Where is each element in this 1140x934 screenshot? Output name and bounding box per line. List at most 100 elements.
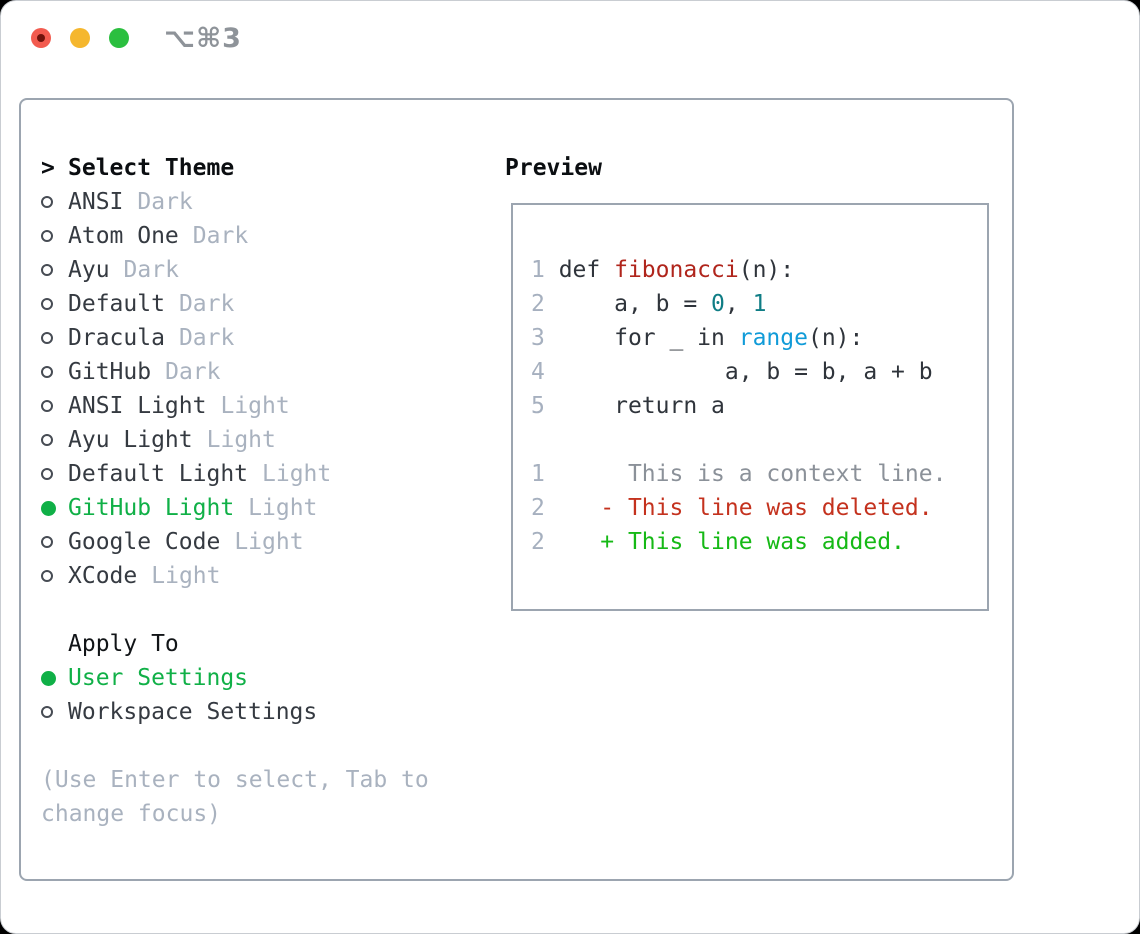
- theme-option-label: GitHub: [68, 359, 152, 385]
- close-button[interactable]: [31, 28, 51, 48]
- close-dot-icon: [37, 34, 45, 42]
- theme-option-github-light[interactable]: GitHub Light Light: [41, 491, 429, 525]
- code-token-plain: (n):: [807, 325, 864, 351]
- code-token-plain: (n):: [738, 257, 795, 283]
- code-line: 2 + This line was added.: [531, 525, 946, 559]
- line-number: 5: [531, 393, 559, 419]
- radio-icon: [41, 434, 53, 446]
- apply-option-workspace-settings[interactable]: Workspace Settings: [41, 695, 429, 729]
- theme-option-label: Default: [68, 291, 165, 317]
- cursor-marker-icon: >: [41, 155, 55, 181]
- code-token-plain: a, b =: [558, 291, 712, 317]
- select-theme-title: Select Theme: [68, 155, 235, 181]
- bullet-column: [41, 706, 68, 718]
- bullet-column: [41, 434, 68, 446]
- bullet-column: [41, 500, 68, 516]
- code-token-plain: a, b = b, a + b: [558, 359, 933, 385]
- theme-option-default[interactable]: Default Dark: [41, 287, 429, 321]
- theme-option-label: Ayu: [68, 257, 110, 283]
- code-line: 4 a, b = b, a + b: [531, 355, 946, 389]
- code-token-plain: ,: [724, 291, 753, 317]
- theme-variant-tag: Dark: [165, 359, 221, 385]
- bullet-column: [41, 570, 68, 582]
- bullet-column: [41, 468, 68, 480]
- theme-variant-tag: Light: [151, 563, 221, 589]
- window-title: ⌥⌘3: [164, 23, 242, 54]
- code-token-plain: for _ in: [558, 325, 739, 351]
- theme-option-label: Default Light: [68, 461, 249, 487]
- code-line: 1 This is a context line.: [531, 457, 946, 491]
- code-token-number: 1: [752, 291, 767, 317]
- code-token-context: This is a context line.: [558, 461, 947, 487]
- theme-option-label: ANSI Light: [68, 393, 207, 419]
- theme-option-ayu[interactable]: Ayu Dark: [41, 253, 429, 287]
- code-line: 2 - This line was deleted.: [531, 491, 946, 525]
- radio-icon: [41, 400, 53, 412]
- code-token-plain: def: [558, 257, 615, 283]
- theme-variant-tag: Light: [220, 393, 290, 419]
- theme-option-ansi-light[interactable]: ANSI Light Light: [41, 389, 429, 423]
- radio-icon: [41, 570, 53, 582]
- radio-icon: [41, 366, 53, 378]
- radio-icon: [41, 230, 53, 242]
- theme-variant-tag: Light: [206, 427, 276, 453]
- theme-option-xcode[interactable]: XCode Light: [41, 559, 429, 593]
- radio-icon: [41, 468, 53, 480]
- keyboard-hint-line-1: (Use Enter to select, Tab to: [41, 767, 429, 793]
- theme-option-label: Dracula: [68, 325, 165, 351]
- preview-title: Preview: [505, 155, 602, 181]
- theme-variant-tag: Light: [262, 461, 332, 487]
- code-line: [531, 423, 946, 457]
- theme-variant-tag: Dark: [178, 325, 235, 351]
- radio-icon: [41, 536, 53, 548]
- theme-option-label: GitHub Light: [68, 495, 235, 521]
- theme-variant-tag: Dark: [178, 291, 235, 317]
- keyboard-hint-line-2: change focus): [41, 801, 222, 827]
- theme-option-dracula[interactable]: Dracula Dark: [41, 321, 429, 355]
- apply-to-title: Apply To: [68, 631, 179, 657]
- bullet-column: [41, 196, 68, 208]
- apply-option-label: User Settings: [68, 665, 249, 691]
- radio-selected-icon: [41, 500, 56, 516]
- zoom-button[interactable]: [109, 28, 129, 48]
- theme-option-label: XCode: [68, 563, 138, 589]
- code-token-function: fibonacci: [614, 257, 739, 283]
- line-number: 3: [531, 325, 559, 351]
- code-line: 5 return a: [531, 389, 946, 423]
- minimize-button[interactable]: [70, 28, 90, 48]
- theme-variant-tag: Light: [248, 495, 318, 521]
- line-number: 1: [531, 461, 559, 487]
- line-number: 1: [531, 257, 559, 283]
- theme-option-label: Ayu Light: [68, 427, 193, 453]
- bullet-column: [41, 400, 68, 412]
- theme-option-default-light[interactable]: Default Light Light: [41, 457, 429, 491]
- theme-variant-tag: Dark: [123, 257, 179, 283]
- radio-icon: [41, 196, 53, 208]
- theme-option-github[interactable]: GitHub Dark: [41, 355, 429, 389]
- radio-icon: [41, 706, 53, 718]
- line-number: [531, 427, 545, 453]
- theme-option-label: Atom One: [68, 223, 179, 249]
- code-token-number: 0: [711, 291, 725, 317]
- titlebar: ⌥⌘3: [1, 1, 1139, 76]
- spacer: [41, 593, 429, 627]
- code-token-deleted: - This line was deleted.: [558, 495, 933, 521]
- theme-variant-tag: Light: [234, 529, 304, 555]
- radio-icon: [41, 332, 53, 344]
- theme-option-ayu-light[interactable]: Ayu Light Light: [41, 423, 429, 457]
- line-number: 2: [531, 291, 559, 317]
- apply-option-user-settings[interactable]: User Settings: [41, 661, 429, 695]
- radio-selected-icon: [41, 670, 56, 686]
- bullet-column: [41, 670, 68, 686]
- line-number: 2: [531, 529, 559, 555]
- bullet-column: [41, 298, 68, 310]
- code-line: 1 def fibonacci(n):: [531, 253, 946, 287]
- line-number: 4: [531, 359, 559, 385]
